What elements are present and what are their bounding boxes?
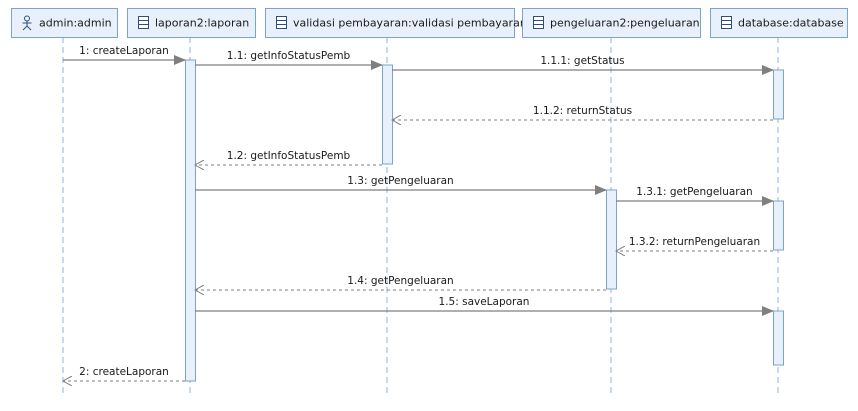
message-label: 1.3.2: returnPengeluaran [629, 236, 760, 248]
participant-label: validasi pembayaran:validasi pembayaran [293, 17, 527, 30]
message-call[interactable]: 1.1.1: getStatus [392, 55, 774, 75]
class-icon [138, 16, 149, 29]
message-return[interactable]: 2: createLaporan [63, 366, 185, 381]
participant-admin[interactable]: admin:admin [11, 8, 118, 38]
participant-label: admin:admin [39, 17, 112, 30]
activation-bar-pengeluaran [606, 189, 617, 290]
message-label: 1: createLaporan [79, 45, 169, 57]
participant-box [265, 8, 515, 38]
actor-icon [22, 15, 32, 31]
message-return[interactable]: 1.4: getPengeluaran [195, 275, 606, 290]
participant-box [710, 8, 848, 38]
participant-database[interactable]: database:database [710, 8, 848, 38]
message-return[interactable]: 1.2: getInfoStatusPemb [195, 150, 382, 165]
activation-bar-database [773, 310, 784, 366]
class-icon [721, 16, 732, 29]
message-call[interactable]: 1.3: getPengeluaran [195, 175, 607, 195]
message-label: 1.1.1: getStatus [540, 55, 624, 67]
message-label: 1.1: getInfoStatusPemb [227, 50, 351, 62]
message-label: 1.5: saveLaporan [439, 296, 530, 308]
participant-label: database:database [738, 17, 844, 30]
participant-laporan[interactable]: laporan2:laporan [127, 8, 256, 38]
participant-pengeluaran[interactable]: pengeluaran2:pengeluaran [522, 8, 701, 38]
message-label: 1.1.2: returnStatus [533, 105, 632, 117]
activation-bar-database [773, 69, 784, 120]
message-label: 1.3.1: getPengeluaran [636, 186, 752, 198]
message-call[interactable]: 1.1: getInfoStatusPemb [195, 50, 383, 70]
activation-bar-database [773, 200, 784, 251]
class-icon [533, 16, 544, 29]
participant-box [522, 8, 701, 38]
message-call[interactable]: 1: createLaporan [63, 45, 186, 65]
message-label: 1.2: getInfoStatusPemb [227, 150, 351, 162]
message-call[interactable]: 1.5: saveLaporan [195, 296, 774, 316]
participant-label: pengeluaran2:pengeluaran [550, 17, 700, 30]
message-label: 2: createLaporan [79, 366, 169, 378]
participant-validasi[interactable]: validasi pembayaran:validasi pembayaran [265, 8, 527, 38]
message-return[interactable]: 1.1.2: returnStatus [392, 105, 773, 120]
activation-bar-laporan [185, 59, 196, 382]
class-icon [276, 16, 287, 29]
message-label: 1.4: getPengeluaran [347, 275, 453, 287]
message-label: 1.3: getPengeluaran [347, 175, 453, 187]
participant-label: laporan2:laporan [155, 17, 249, 30]
activation-bar-validasi [382, 64, 393, 165]
message-return[interactable]: 1.3.2: returnPengeluaran [616, 236, 773, 251]
message-call[interactable]: 1.3.1: getPengeluaran [616, 186, 774, 206]
